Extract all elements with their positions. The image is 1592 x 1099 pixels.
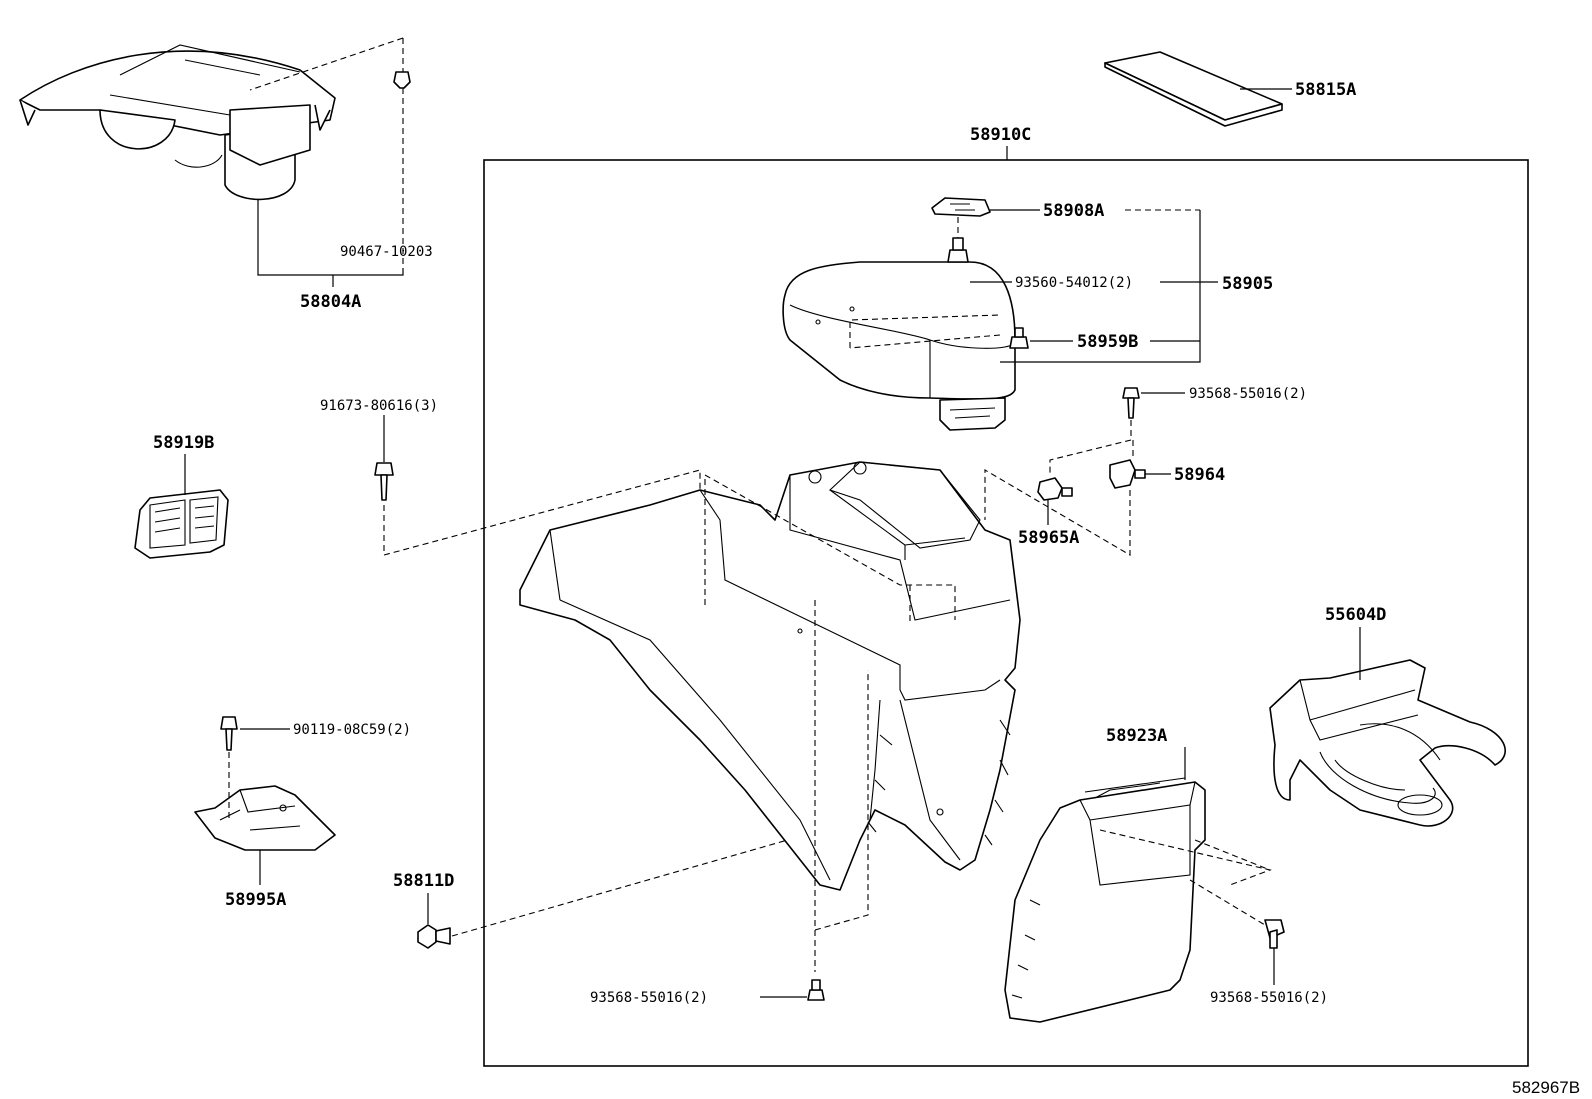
clip-58811D bbox=[417, 924, 451, 949]
reference-code: 582967B bbox=[1512, 1078, 1580, 1097]
bolt-90119 bbox=[220, 716, 238, 751]
bolt-93568-top bbox=[1122, 387, 1140, 419]
clip-90467 bbox=[393, 71, 411, 89]
label-58959B: 58959B bbox=[1077, 332, 1138, 352]
bracket-58964 bbox=[1109, 459, 1146, 489]
label-58995A: 58995A bbox=[225, 890, 286, 910]
bolt-93568-bottom bbox=[807, 979, 825, 1001]
label-58804A: 58804A bbox=[300, 292, 361, 312]
label-93568-55016-right: 93568-55016(2) bbox=[1210, 990, 1328, 1006]
label-58965A: 58965A bbox=[1018, 528, 1079, 548]
console-box-body bbox=[519, 461, 1021, 891]
label-58811D: 58811D bbox=[393, 871, 454, 891]
bolt-93568-right bbox=[1264, 919, 1285, 949]
cup-holder-55604D bbox=[1269, 659, 1506, 827]
screw-58959B bbox=[1009, 327, 1029, 349]
label-58910C: 58910C bbox=[970, 125, 1031, 145]
label-93568-55016-bottom: 93568-55016(2) bbox=[590, 990, 708, 1006]
label-90467-10203: 90467-10203 bbox=[340, 244, 433, 260]
label-55604D: 55604D bbox=[1325, 605, 1386, 625]
bracket-58995A bbox=[194, 785, 336, 851]
cup-holder-trim-58804A bbox=[19, 44, 336, 201]
label-93560-54012: 93560-54012(2) bbox=[1015, 275, 1133, 291]
armrest-lid bbox=[782, 261, 1016, 431]
latch-58908A bbox=[931, 197, 991, 217]
rear-panel-58923A bbox=[1004, 777, 1206, 1023]
label-58908A: 58908A bbox=[1043, 201, 1104, 221]
label-58815A: 58815A bbox=[1295, 80, 1356, 100]
screw-91673 bbox=[374, 462, 394, 501]
label-58964: 58964 bbox=[1174, 465, 1225, 485]
label-90119-08C59: 90119-08C59(2) bbox=[293, 722, 411, 738]
label-58919B: 58919B bbox=[153, 433, 214, 453]
label-58923A: 58923A bbox=[1106, 726, 1167, 746]
pad-58815A bbox=[1104, 51, 1283, 127]
assembly-frame bbox=[483, 159, 1529, 1067]
bracket-58965A bbox=[1037, 477, 1073, 501]
label-91673-80616: 91673-80616(3) bbox=[320, 398, 438, 414]
label-93568-55016-top: 93568-55016(2) bbox=[1189, 386, 1307, 402]
switch-panel-58919B bbox=[134, 489, 229, 559]
label-58905: 58905 bbox=[1222, 274, 1273, 294]
screw-93560 bbox=[947, 237, 969, 263]
